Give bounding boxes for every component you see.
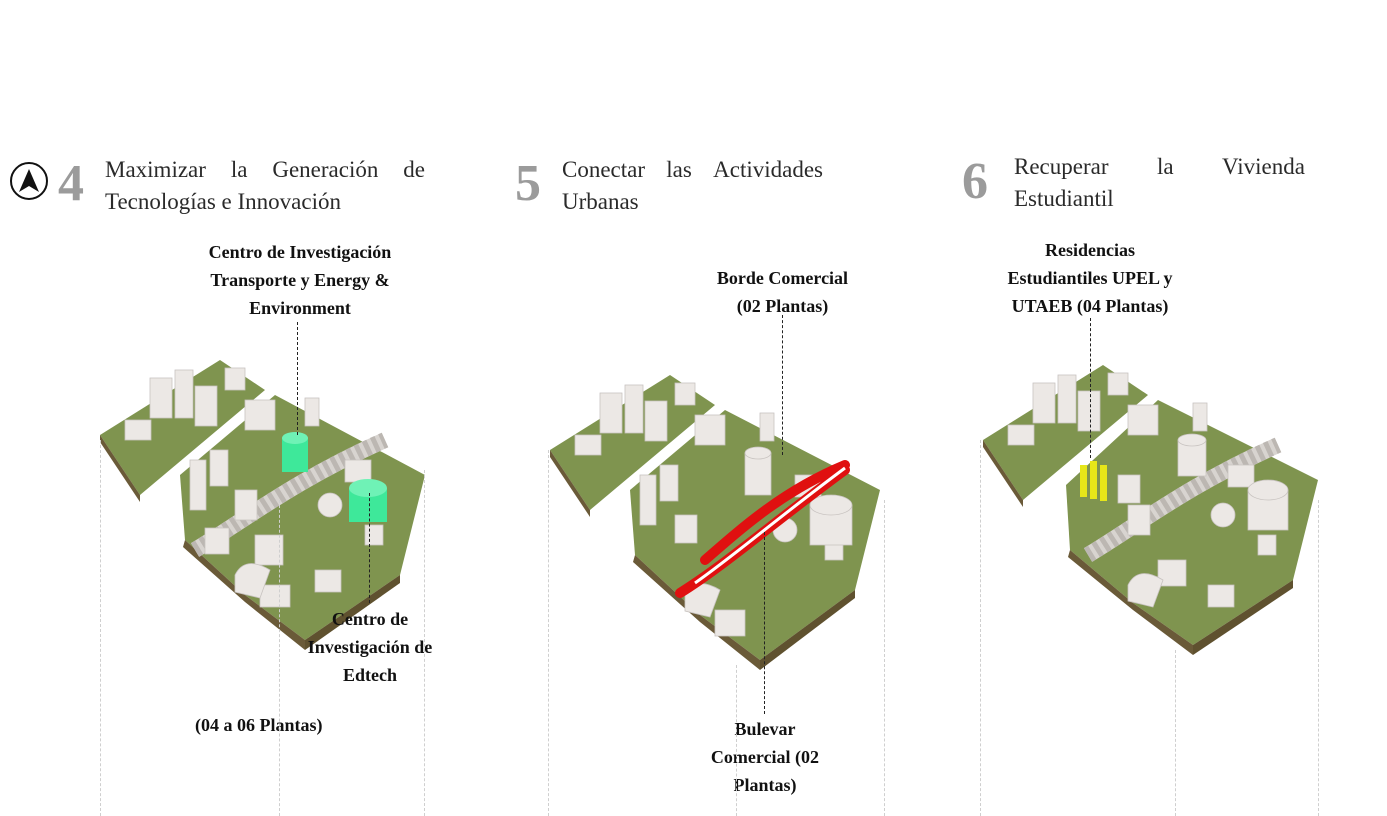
panel-6-title-word: Recuperar [1014, 154, 1109, 179]
guide-line [1175, 650, 1176, 816]
guide-line [884, 500, 885, 816]
guide-line [548, 450, 549, 816]
panel-4-label-transport: Centro de Investigación Transporte y Ene… [208, 242, 392, 318]
panel-5-number: 5 [515, 155, 541, 212]
panel-5-leader-bottom [764, 532, 765, 714]
guide-line [980, 440, 981, 816]
panel-4-title-word: la [230, 157, 248, 182]
panel-5-title: Conectar las Actividades Urbanas [562, 154, 823, 218]
panel-6-label-residencias: Residencias Estudiantiles UPEL y UTAEB (… [1007, 240, 1173, 316]
panel-6-leader-top [1090, 318, 1091, 458]
panel-4-label-edtech: Centro de Investigación de Edtech [307, 609, 433, 685]
panel-4-title: Maximizar la Generación de Tecnologías e… [105, 154, 425, 218]
guide-line [279, 500, 280, 816]
panel-5-label-borde: Borde Comercial (02 Plantas) [716, 268, 849, 316]
panel-6-title: Recuperar la Vivienda Estudiantil [1014, 151, 1305, 215]
panel-4-title-word: Maximizar [105, 157, 206, 182]
panel-4-leader-top [297, 322, 298, 435]
panel-4-urban-model [100, 360, 425, 650]
panel-4-title-line2: Tecnologías e Innovación [105, 189, 341, 214]
panel-6-number: 6 [962, 153, 988, 210]
north-arrow-icon [10, 162, 48, 200]
panel-4-leader-bottom [369, 493, 370, 603]
panel-6-title-word: la [1156, 154, 1174, 179]
panel-5-title-line2: Urbanas [562, 189, 639, 214]
panel-4-title-word: de [403, 157, 425, 182]
panel-4-number: 4 [58, 155, 84, 212]
panel-6-urban-model [983, 365, 1318, 655]
guide-line [100, 440, 101, 816]
panel-5-label-bulevar: Bulevar Comercial (02 Plantas) [710, 719, 820, 795]
panel-5-title-word: Conectar [562, 157, 646, 182]
guide-line [424, 470, 425, 816]
panel-4-title-word: Generación [272, 157, 379, 182]
student-residences [1080, 461, 1107, 501]
panel-5-title-word: Actividades [713, 157, 823, 182]
edtech-research-towers [282, 432, 387, 522]
panel-4-label-floors: (04 a 06 Plantas) [195, 715, 323, 735]
commercial-corridor [675, 460, 850, 598]
panel-6-title-line2: Estudiantil [1014, 186, 1114, 211]
panel-6-title-word: Vivienda [1222, 154, 1305, 179]
panel-5-urban-model [550, 375, 880, 670]
guide-line [736, 665, 737, 816]
panel-5-leader-top [782, 315, 783, 455]
panel-5-title-word: las [666, 157, 692, 182]
guide-line [1318, 500, 1319, 816]
